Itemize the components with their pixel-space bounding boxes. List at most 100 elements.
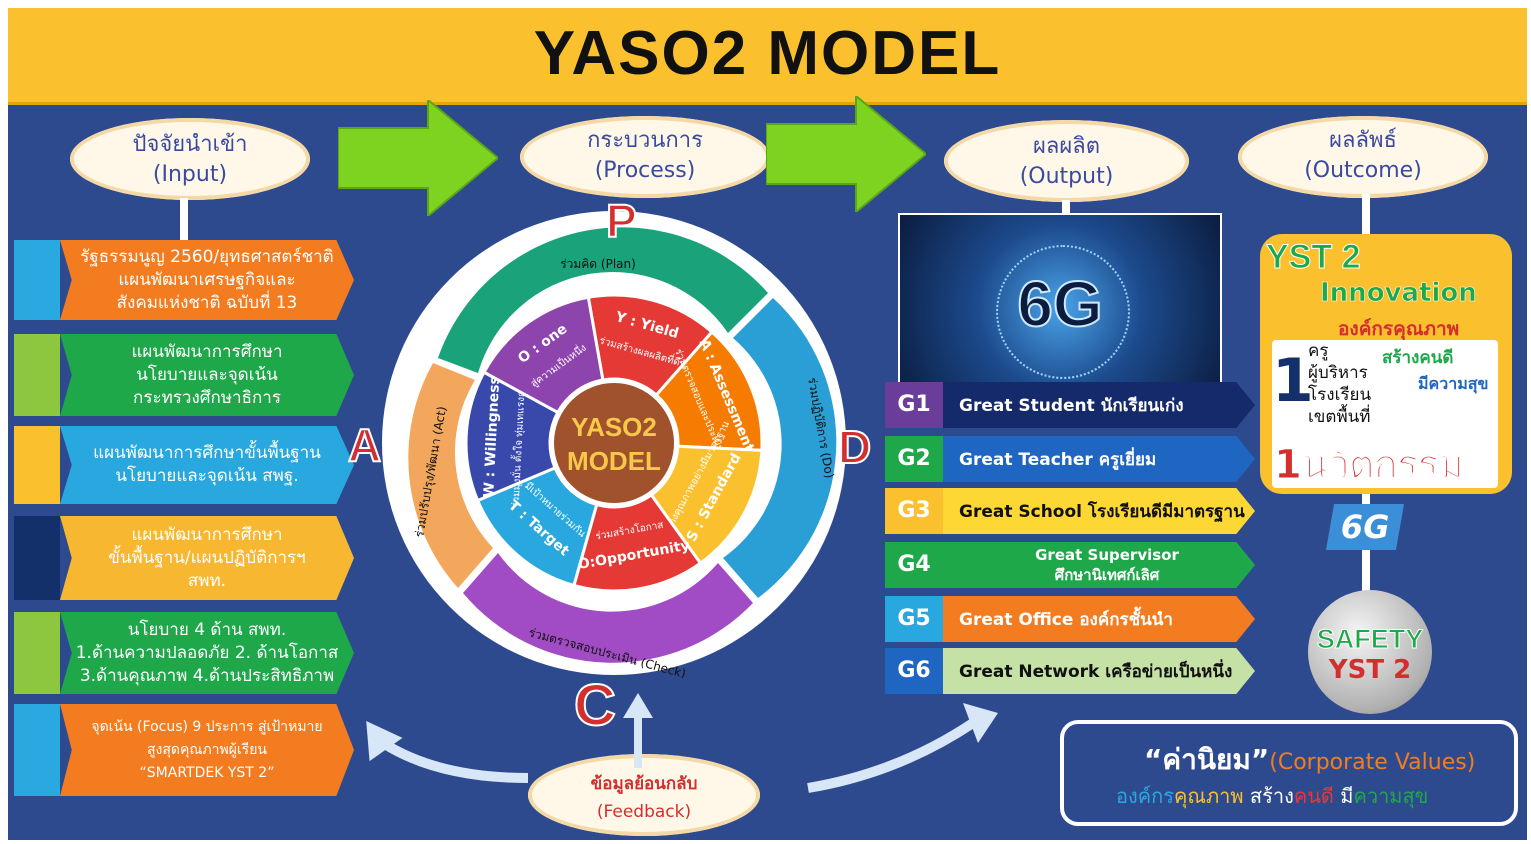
feedback-th: ข้อมูลย้อนกลับ (590, 774, 698, 794)
arrow-right-icon (766, 96, 926, 212)
safety-sub: YST 2 (1328, 655, 1412, 685)
feedback-arrows (366, 693, 998, 793)
outcome-target: โรงเรียน (1308, 385, 1372, 405)
header-input-th: ปัจจัยนำเข้า (132, 132, 248, 157)
input-body: แผนพัฒนาการศึกษานโยบายและจุดเน้นกระทรวงศ… (60, 334, 354, 416)
one-numeral: 1 (1272, 346, 1314, 416)
input-line: สูงสุดคุณภาพผู้เรียน (147, 741, 267, 758)
plan-arc (438, 227, 768, 373)
check-arc (463, 553, 753, 663)
arrow-right-icon (338, 100, 498, 216)
page-title: YASO2 MODEL (533, 19, 1002, 88)
values-part: ความสุข (1353, 784, 1429, 808)
center-disc (550, 379, 678, 507)
header-outcome-th: ผลลัพธ์ (1329, 128, 1397, 153)
input-item: แผนพัฒนาการศึกษานโยบายและจุดเน้นกระทรวงศ… (14, 334, 354, 416)
input-line: 1.ด้านความปลอดภัย 2. ด้านโอกาส (75, 642, 339, 663)
input-line: จุดเน้น (Focus) 9 ประการ สู่เป้าหมาย (91, 718, 323, 735)
globe-icon (996, 245, 1130, 379)
feedback-cloud: ข้อมูลย้อนกลับ (Feedback) (528, 754, 760, 836)
act-arc (408, 363, 493, 588)
values-part: คุณภาพ (1174, 784, 1244, 808)
input-tab (14, 516, 60, 600)
segment-head: W : Willingness (481, 376, 503, 498)
outcome-target-list: ครูผู้บริหารโรงเรียนเขตพื้นที่ (1308, 340, 1371, 428)
input-line: 3.ด้านคุณภาพ 4.ด้านประสิทธิภาพ (79, 665, 335, 686)
input-body: นโยบาย 4 ด้าน สพท.1.ด้านความปลอดภัย 2. ด… (60, 612, 354, 694)
innovation-label: Innovation (1320, 278, 1477, 309)
values-subtitle: องค์กรคุณภาพ สร้างคนดี มีความสุข (1116, 780, 1428, 812)
input-line: รัฐธรรมนูญ 2560/ยุทธศาสตร์ชาติ (80, 246, 334, 267)
input-item: แผนพัฒนาการศึกษาขั้นพื้นฐานนโยบายและจุดเ… (14, 426, 354, 504)
input-tab (14, 612, 60, 694)
values-corporate: (Corporate Values) (1269, 750, 1476, 775)
connector-line (180, 198, 188, 240)
output-image: 6G (898, 213, 1222, 385)
do-arc (723, 298, 837, 598)
badge-6g: 6G (1325, 504, 1405, 550)
connector-line (1062, 200, 1070, 214)
input-item: นโยบาย 4 ด้าน สพท.1.ด้านความปลอดภัย 2. ด… (14, 612, 354, 694)
input-line: แผนพัฒนาการศึกษา (131, 524, 283, 545)
outcome-target: ผู้บริหาร (1308, 363, 1368, 383)
output-text: Great Teacher ครูเยี่ยม (943, 436, 1255, 482)
output-number: G6 (885, 648, 943, 694)
values-part: คนดี (1293, 784, 1334, 808)
output-text: Great Supervisor ศึกษานิเทศก์เลิศ (943, 542, 1255, 588)
header-process-th: กระบวนการ (587, 128, 703, 153)
input-line: นโยบายและจุดเน้น (136, 364, 278, 385)
pdca-letter-d: D (837, 420, 872, 474)
safety-badge: SAFETY YST 2 (1308, 590, 1432, 714)
corporate-values-box: “ค่านิยม”(Corporate Values) องค์กรคุณภาพ… (1060, 720, 1518, 826)
diagram-frame: YASO2 MODEL ปัจจัยนำเข้า (Input) กระบวนก… (8, 8, 1527, 840)
outcome-card: YST 2 Innovation องค์กรคุณภาพ 1 ครูผู้บร… (1260, 234, 1512, 494)
input-tab (14, 426, 60, 504)
input-body: จุดเน้น (Focus) 9 ประการ สู่เป้าหมายสูงส… (60, 704, 354, 796)
input-line: นโยบายและจุดเน้น สพฐ. (115, 466, 299, 486)
output-number: G2 (885, 436, 943, 482)
connector-line (1362, 194, 1370, 234)
outcome-panel: 1 ครูผู้บริหารโรงเรียนเขตพื้นที่ สร้างคน… (1272, 340, 1498, 489)
input-tab (14, 240, 60, 320)
header-input-en: (Input) (152, 162, 228, 187)
input-line: แผนพัฒนาการศึกษาขั้นพื้นฐาน (93, 443, 321, 463)
center-line1: YASO2 (571, 412, 657, 442)
header-output: ผลผลิต (Output) (944, 120, 1189, 202)
input-body: แผนพัฒนาการศึกษาขั้นพื้นฐานนโยบายและจุดเ… (60, 426, 354, 504)
header-outcome: ผลลัพธ์ (Outcome) (1238, 116, 1488, 198)
header-outcome-en: (Outcome) (1304, 158, 1422, 183)
input-line: แผนพัฒนาเศรษฐกิจและ (118, 269, 296, 290)
header-output-en: (Output) (1019, 164, 1114, 189)
input-item: รัฐธรรมนูญ 2560/ยุทธศาสตร์ชาติแผนพัฒนาเศ… (14, 240, 354, 320)
output-text: Great Student นักเรียนเก่ง (943, 382, 1255, 428)
input-item: จุดเน้น (Focus) 9 ประการ สู่เป้าหมายสูงส… (14, 704, 354, 796)
org-quality-label: องค์กรคุณภาพ (1338, 318, 1460, 340)
innovation-th-label: 1นวัตกรรม (1273, 442, 1464, 489)
output-number: G3 (885, 488, 943, 534)
values-part: องค์กร (1116, 784, 1175, 808)
output-image-label: 6G (1016, 267, 1103, 341)
values-part: มี (1333, 784, 1354, 808)
center-line2: MODEL (567, 446, 661, 476)
input-line: แผนพัฒนาการศึกษา (131, 341, 283, 362)
safety-label: SAFETY (1316, 624, 1424, 655)
header-output-th: ผลผลิต (1032, 134, 1101, 159)
title-bar: YASO2 MODEL (8, 8, 1527, 105)
feedback-en: (Feedback) (596, 802, 692, 822)
input-line: ขั้นพื้นฐาน/แผนปฏิบัติการฯ (108, 547, 306, 568)
input-tab (14, 704, 60, 796)
input-line: นโยบาย 4 ด้าน สพท. (127, 619, 287, 640)
header-process: กระบวนการ (Process) (520, 116, 770, 198)
plan-label: ร่วมคิด (Plan) (560, 257, 636, 271)
header-input: ปัจจัยนำเข้า (Input) (70, 118, 310, 200)
input-item: แผนพัฒนาการศึกษาขั้นพื้นฐาน/แผนปฏิบัติกา… (14, 516, 354, 600)
input-tab (14, 334, 60, 416)
output-number: G5 (885, 596, 943, 642)
